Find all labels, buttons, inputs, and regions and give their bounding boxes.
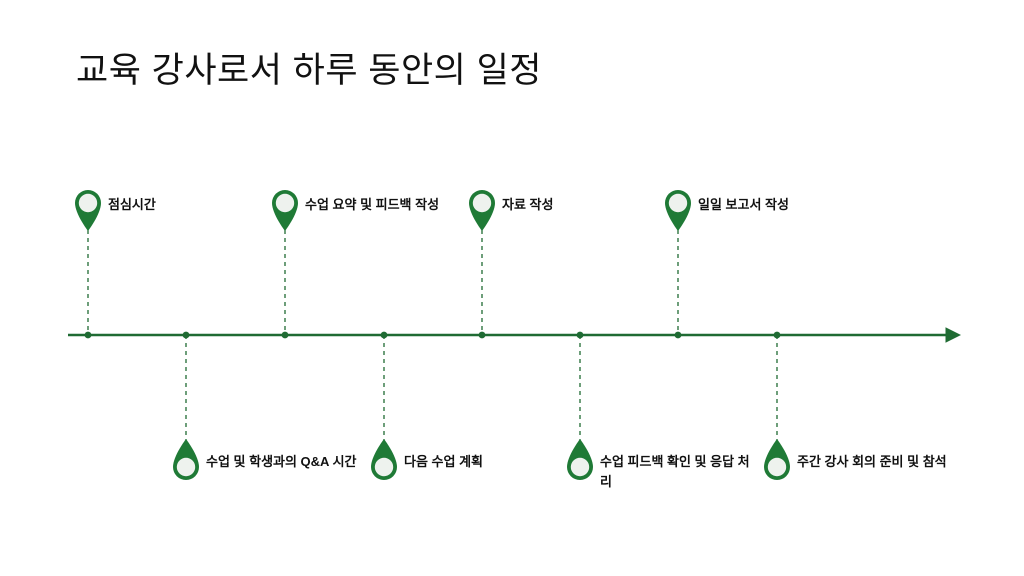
connector-lines (87, 230, 778, 440)
map-pin-icon[interactable] (269, 188, 301, 232)
axis-dot (84, 331, 92, 339)
map-pin-icon[interactable] (72, 188, 104, 232)
map-pin-icon[interactable] (466, 188, 498, 232)
milestone-label: 점심시간 (108, 197, 156, 212)
timeline-axis-dots (84, 331, 781, 339)
milestone-7[interactable]: 일일 보고서 작성 (662, 188, 854, 232)
pin-center (374, 457, 394, 477)
milestone-label: 자료 작성 (502, 197, 554, 212)
pin-center (176, 457, 196, 477)
map-pin-icon[interactable] (662, 188, 694, 232)
pin-center (78, 193, 98, 213)
milestone-1[interactable]: 점심시간 (72, 188, 264, 232)
milestone-label: 수업 피드백 확인 및 응답 처리 (600, 454, 750, 490)
milestone-8[interactable]: 주간 강사 회의 준비 및 참석 (761, 438, 953, 482)
map-pin-inverted-icon[interactable] (170, 438, 202, 482)
milestone-label: 일일 보고서 작성 (698, 197, 789, 212)
milestone-label: 수업 요약 및 피드백 작성 (305, 197, 440, 212)
milestone-label: 수업 및 학생과의 Q&A 시간 (206, 454, 357, 469)
axis-dot (182, 331, 190, 339)
pin-center (275, 193, 295, 213)
milestone-6[interactable]: 수업 피드백 확인 및 응답 처리 (564, 438, 756, 489)
pin-center (570, 457, 590, 477)
pin-center (668, 193, 688, 213)
pin-center (472, 193, 492, 213)
milestone-label: 다음 수업 계획 (404, 454, 483, 469)
axis-dot (281, 331, 289, 339)
map-pin-inverted-icon[interactable] (564, 438, 596, 482)
axis-dot (576, 331, 584, 339)
axis-dot (674, 331, 682, 339)
axis-dot (773, 331, 781, 339)
page-title: 교육 강사로서 하루 동안의 일정 (76, 51, 542, 90)
milestone-2[interactable]: 수업 및 학생과의 Q&A 시간 (170, 438, 362, 482)
axis-dot (380, 331, 388, 339)
milestone-5[interactable]: 자료 작성 (466, 188, 658, 232)
map-pin-inverted-icon[interactable] (761, 438, 793, 482)
map-pin-inverted-icon[interactable] (368, 438, 400, 482)
axis-dot (478, 331, 486, 339)
milestone-label: 주간 강사 회의 준비 및 참석 (797, 454, 947, 469)
pin-center (767, 457, 787, 477)
milestone-3[interactable]: 수업 요약 및 피드백 작성 (269, 188, 461, 232)
milestone-4[interactable]: 다음 수업 계획 (368, 438, 560, 482)
